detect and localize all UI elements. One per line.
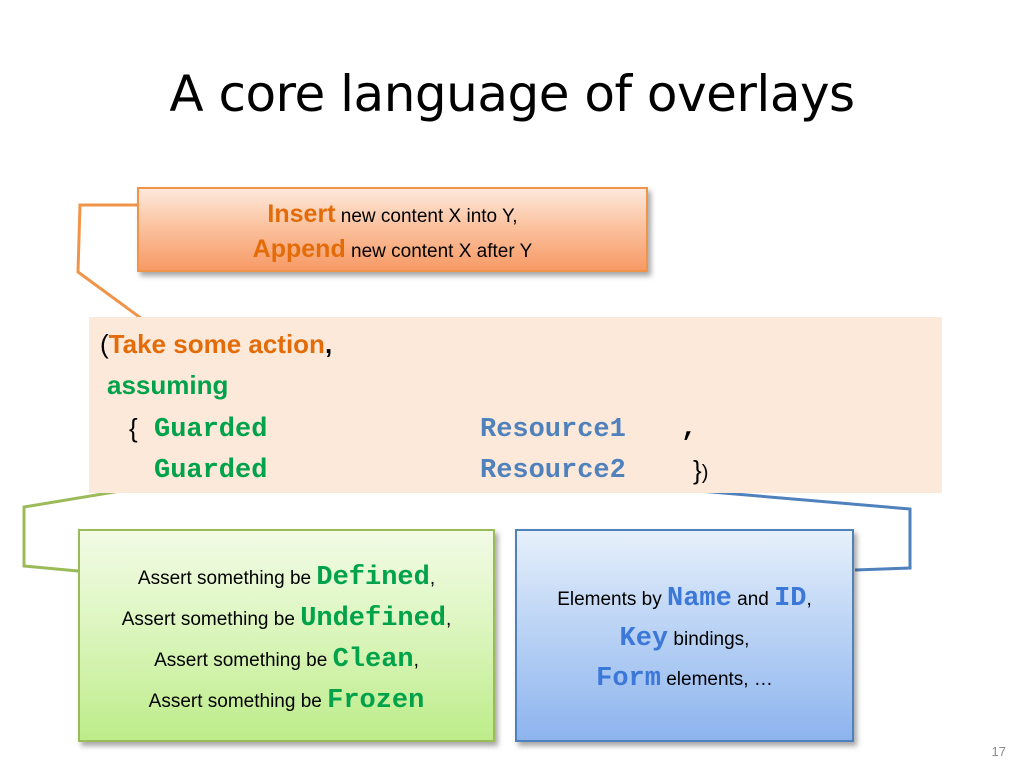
code-block: (Take some action, assuming { Guarded Re… xyxy=(89,317,942,493)
id-keyword: ID xyxy=(774,584,807,614)
and-text: and xyxy=(731,589,775,610)
orange-connector xyxy=(76,203,154,329)
resource1-comma: , xyxy=(681,414,698,444)
assert-prefix: Assert something be xyxy=(154,650,333,671)
open-paren: ( xyxy=(100,329,109,359)
assuming-keyword: assuming xyxy=(107,370,229,400)
assert-row-frozen: Assert something be Frozen xyxy=(80,684,493,725)
guarded1-wrap: Guarded xyxy=(154,412,267,445)
action-comma: , xyxy=(324,329,333,359)
insert-keyword: Insert xyxy=(267,200,336,228)
code-line-action: (Take some action, xyxy=(100,329,332,360)
resource1-wrap: Resource1 xyxy=(480,412,626,445)
insert-append-callout: Insert new content X into Y, Append new … xyxy=(137,187,648,272)
assert-row-undefined: Assert something be Undefined, xyxy=(80,602,493,643)
name-keyword: Name xyxy=(667,584,732,614)
resource1-comma-wrap: , xyxy=(681,411,697,444)
guarded-keyword-1: Guarded xyxy=(154,415,268,445)
undefined-suffix: , xyxy=(446,609,452,630)
code-line-assuming: assuming xyxy=(107,370,228,401)
close-paren: ) xyxy=(701,462,709,484)
defined-suffix: , xyxy=(429,568,436,589)
resource1-text: Resource1 xyxy=(480,415,626,445)
assert-prefix: Assert something be xyxy=(148,691,328,712)
clean-suffix: , xyxy=(413,650,419,671)
slide-number: 17 xyxy=(991,744,1006,759)
assert-prefix: Assert something be xyxy=(121,609,301,630)
resource2-text: Resource2 xyxy=(480,456,626,486)
elements-row-name-id: Elements by Name and ID, xyxy=(517,581,852,621)
close-brace: } xyxy=(693,455,702,485)
assert-callout: Assert something be Defined, Assert some… xyxy=(78,529,495,742)
action-text: Take some action xyxy=(108,329,325,359)
elements-row-key: Key bindings, xyxy=(517,621,852,661)
code-line-guard1: { xyxy=(129,413,138,444)
open-brace: { xyxy=(129,413,138,443)
elements-row-form: Form elements, … xyxy=(517,661,852,701)
blue-connector xyxy=(617,482,912,572)
elements-callout: Elements by Name and ID, Key bindings, F… xyxy=(515,529,854,742)
clean-keyword: Clean xyxy=(332,645,414,675)
insert-description: new content X into Y, xyxy=(335,206,518,227)
guarded-keyword-2: Guarded xyxy=(154,456,268,486)
append-line: Append new content X after Y xyxy=(139,237,646,262)
defined-keyword: Defined xyxy=(316,563,430,593)
assert-prefix: Assert something be xyxy=(137,568,317,589)
key-keyword: Key xyxy=(619,624,669,654)
assert-row-clean: Assert something be Clean, xyxy=(80,643,493,684)
closing-wrap: }) xyxy=(693,455,708,486)
id-suffix: , xyxy=(806,589,812,610)
assert-row-defined: Assert something be Defined, xyxy=(80,561,493,602)
green-connector xyxy=(22,482,164,573)
resource2-wrap: Resource2 xyxy=(480,453,626,486)
form-keyword: Form xyxy=(596,664,661,694)
form-elements-text: elements, … xyxy=(660,669,773,690)
elements-by-text: Elements by xyxy=(557,589,668,610)
append-description: new content X after Y xyxy=(345,241,533,262)
bindings-text: bindings, xyxy=(668,629,750,650)
undefined-keyword: Undefined xyxy=(300,604,447,634)
append-keyword: Append xyxy=(252,235,346,263)
guarded2-wrap: Guarded xyxy=(154,453,267,486)
frozen-keyword: Frozen xyxy=(327,686,425,716)
slide-title: A core language of overlays xyxy=(169,65,855,123)
insert-line: Insert new content X into Y, xyxy=(139,202,646,227)
